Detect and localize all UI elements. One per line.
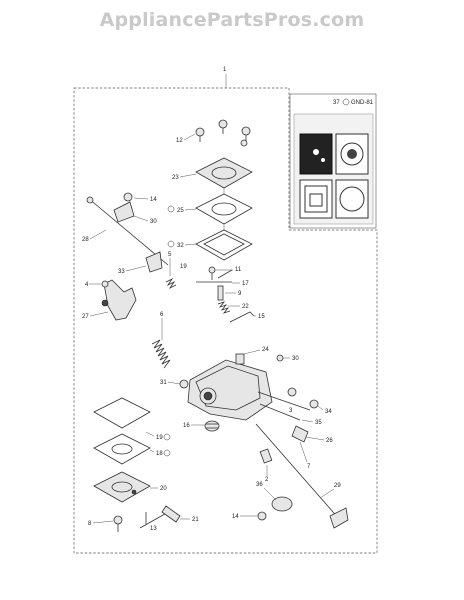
callout-36: 36 [256,482,263,488]
callout-28: 28 [82,237,89,243]
callout-labels: 12 23 14 30 25 28 32 19 11 5 33 17 4 9 2… [82,133,341,532]
small-spring [165,277,177,290]
assembly-number: 1 [223,67,227,73]
screen-filter [204,420,220,432]
callout-17: 17 [242,281,249,287]
callout-3: 3 [289,408,293,414]
callout-9: 9 [238,291,242,297]
callout-25: 25 [177,208,184,214]
metering-lever [196,266,255,323]
callout-22: 22 [242,304,249,310]
callout-34: 34 [325,409,332,415]
pump-diaphragm [195,193,253,225]
callout-20: 20 [160,486,167,492]
callout-29: 29 [334,483,341,489]
gasket [195,229,253,261]
watermark-text: AppliancePartsPros.com [99,9,365,31]
callout-23: 23 [172,175,179,181]
carburetor-body [179,353,311,421]
kit-part-number: 37 [333,100,340,106]
callout-11: 11 [235,267,242,273]
callout-30: 30 [150,219,157,225]
callout-14: 14 [232,514,239,520]
metering-gasket [93,397,151,429]
callout-26: 26 [326,438,333,444]
callout-13: 13 [150,526,157,532]
kit-code: GND-81 [351,100,374,106]
callout-16: 16 [183,423,190,429]
choke-lever [101,279,137,321]
assembly-frame [73,87,378,554]
callout-21: 21 [192,517,199,523]
callout-4: 4 [85,282,89,288]
callout-14: 14 [150,197,157,203]
callout-32: 32 [177,243,184,249]
cover-screw [113,515,123,532]
metering-diaphragm [93,433,151,465]
callout-30: 30 [292,356,299,362]
needle-spring [217,301,231,314]
callout-27: 27 [82,314,89,320]
callout-24: 24 [262,347,269,353]
inlet-needle [217,285,224,301]
cover-screws [195,119,251,147]
repair-kit-box: 37 GND-81 [289,93,377,229]
callout-7: 7 [307,464,311,470]
callout-35: 35 [315,420,322,426]
callout-6: 6 [160,312,164,318]
screw [101,280,109,288]
callout-2: 2 [265,477,269,483]
throttle-shaft-right [255,354,349,529]
callout-8: 8 [88,521,92,527]
throttle-shaft [86,192,169,273]
callout-19: 19 [180,264,187,270]
pump-cover [195,157,253,189]
callout-31: 31 [160,380,167,386]
spring [151,339,171,369]
adjusting-needle [139,505,181,529]
callout-19: 19 [156,435,163,441]
callout-5: 5 [168,252,172,258]
callout-15: 15 [258,314,265,320]
callout-33: 33 [118,269,125,275]
callout-18: 18 [156,451,163,457]
metering-cover [93,471,151,503]
callout-12: 12 [176,138,183,144]
